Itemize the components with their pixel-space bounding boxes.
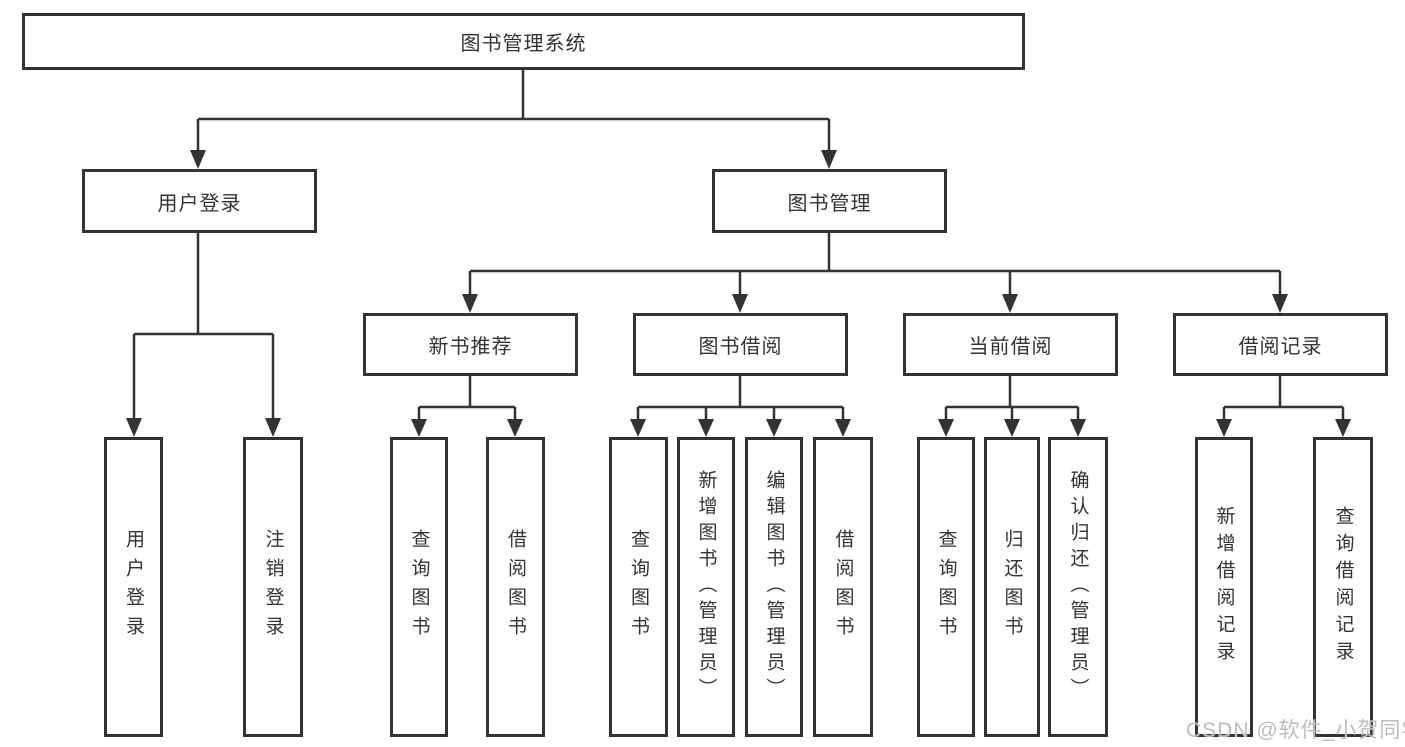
node-borrow-record: 借阅记录 <box>1173 313 1388 376</box>
leaf-logout: 注销登录 <box>243 437 303 737</box>
node-new-book-recommend: 新书推荐 <box>363 313 578 376</box>
leaf-current-return: 归还图书 <box>984 437 1040 737</box>
leaf-current-query: 查询图书 <box>917 437 975 737</box>
leaf-current-confirm-return-admin-label: 确认归还（管理员） <box>1067 470 1089 704</box>
leaf-newbook-borrow: 借阅图书 <box>486 437 545 737</box>
arrowheads <box>126 150 1351 437</box>
node-borrow-record-label: 借阅记录 <box>1238 336 1323 358</box>
leaf-record-add-label: 新增借阅记录 <box>1213 506 1235 668</box>
leaf-borrow-add-admin: 新增图书（管理员） <box>677 437 735 737</box>
leaf-borrow-edit-admin: 编辑图书（管理员） <box>745 437 803 737</box>
node-root-label: 图书管理系统 <box>460 33 587 55</box>
leaf-user-login-label: 用户登录 <box>123 529 144 645</box>
node-current-borrow: 当前借阅 <box>903 313 1118 376</box>
leaf-current-return-label: 归还图书 <box>1001 529 1023 645</box>
leaf-user-login: 用户登录 <box>104 437 163 737</box>
node-current-borrow-label: 当前借阅 <box>968 336 1053 358</box>
leaf-borrow-borrow-label: 借阅图书 <box>832 529 854 645</box>
leaf-record-add: 新增借阅记录 <box>1195 437 1253 737</box>
leaf-record-query: 查询借阅记录 <box>1313 437 1373 737</box>
node-book-management: 图书管理 <box>712 169 947 233</box>
leaf-logout-label: 注销登录 <box>262 529 284 645</box>
leaf-borrow-edit-admin-label: 编辑图书（管理员） <box>763 470 785 704</box>
leaf-current-confirm-return-admin: 确认归还（管理员） <box>1048 437 1108 737</box>
node-user-login-label: 用户登录 <box>157 192 242 215</box>
node-book-borrow: 图书借阅 <box>633 313 848 376</box>
leaf-current-query-label: 查询图书 <box>935 529 957 645</box>
leaf-borrow-query-label: 查询图书 <box>628 529 649 645</box>
leaf-newbook-query-label: 查询图书 <box>408 529 430 645</box>
node-user-login: 用户登录 <box>82 169 317 233</box>
node-root-system: 图书管理系统 <box>22 13 1025 70</box>
leaf-borrow-query: 查询图书 <box>609 437 668 737</box>
leaf-borrow-borrow: 借阅图书 <box>813 437 873 737</box>
node-book-management-label: 图书管理 <box>787 192 872 215</box>
leaf-newbook-borrow-label: 借阅图书 <box>505 529 526 645</box>
leaf-record-query-label: 查询借阅记录 <box>1332 506 1354 668</box>
leaf-newbook-query: 查询图书 <box>390 437 448 737</box>
node-book-borrow-label: 图书借阅 <box>698 336 783 358</box>
csdn-watermark: CSDN @软件_小贺同学 <box>1186 719 1405 742</box>
node-new-book-recommend-label: 新书推荐 <box>428 336 513 358</box>
leaf-borrow-add-admin-label: 新增图书（管理员） <box>695 470 717 704</box>
